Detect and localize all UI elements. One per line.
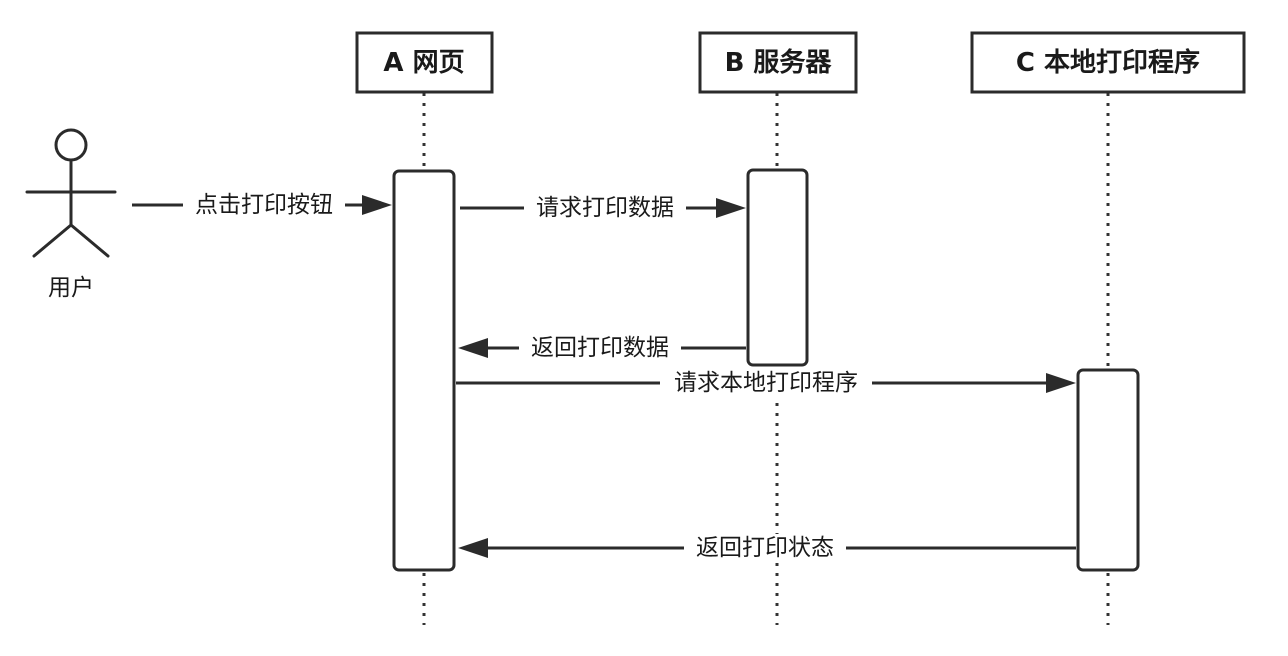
activation-a (392, 169, 456, 572)
arrowhead-left-icon (458, 338, 488, 358)
participant-c-label: C 本地打印程序 (1016, 47, 1200, 78)
actor-right-leg-icon (69, 223, 110, 258)
participant-c: C 本地打印程序 (970, 31, 1246, 94)
message-3: 返回打印数据 (458, 334, 746, 362)
message-1-label: 点击打印按钮 (195, 192, 333, 218)
arrowhead-right-icon (362, 195, 392, 215)
message-2: 请求打印数据 (460, 194, 746, 222)
activation-b (746, 168, 809, 367)
participant-b: B 服务器 (698, 31, 858, 94)
actor-user: 用户 (25, 128, 117, 301)
message-2-label: 请求打印数据 (536, 195, 674, 221)
actor-left-leg-icon (32, 223, 73, 258)
arrowhead-right-icon (1046, 373, 1076, 393)
message-3-label: 返回打印数据 (531, 335, 669, 361)
message-1: 点击打印按钮 (132, 191, 392, 219)
message-4-label: 请求本地打印程序 (674, 370, 858, 396)
message-4: 请求本地打印程序 (456, 369, 1076, 397)
participant-a: A 网页 (355, 31, 494, 94)
participant-a-label: A 网页 (383, 48, 464, 78)
arrowhead-right-icon (716, 198, 746, 218)
arrowhead-left-icon (458, 538, 488, 558)
actor-head-icon (54, 128, 88, 162)
message-5: 返回打印状态 (458, 534, 1076, 562)
activation-c (1076, 368, 1140, 572)
actor-label: 用户 (48, 275, 94, 301)
participant-b-label: B 服务器 (725, 48, 833, 78)
message-5-label: 返回打印状态 (696, 535, 834, 561)
